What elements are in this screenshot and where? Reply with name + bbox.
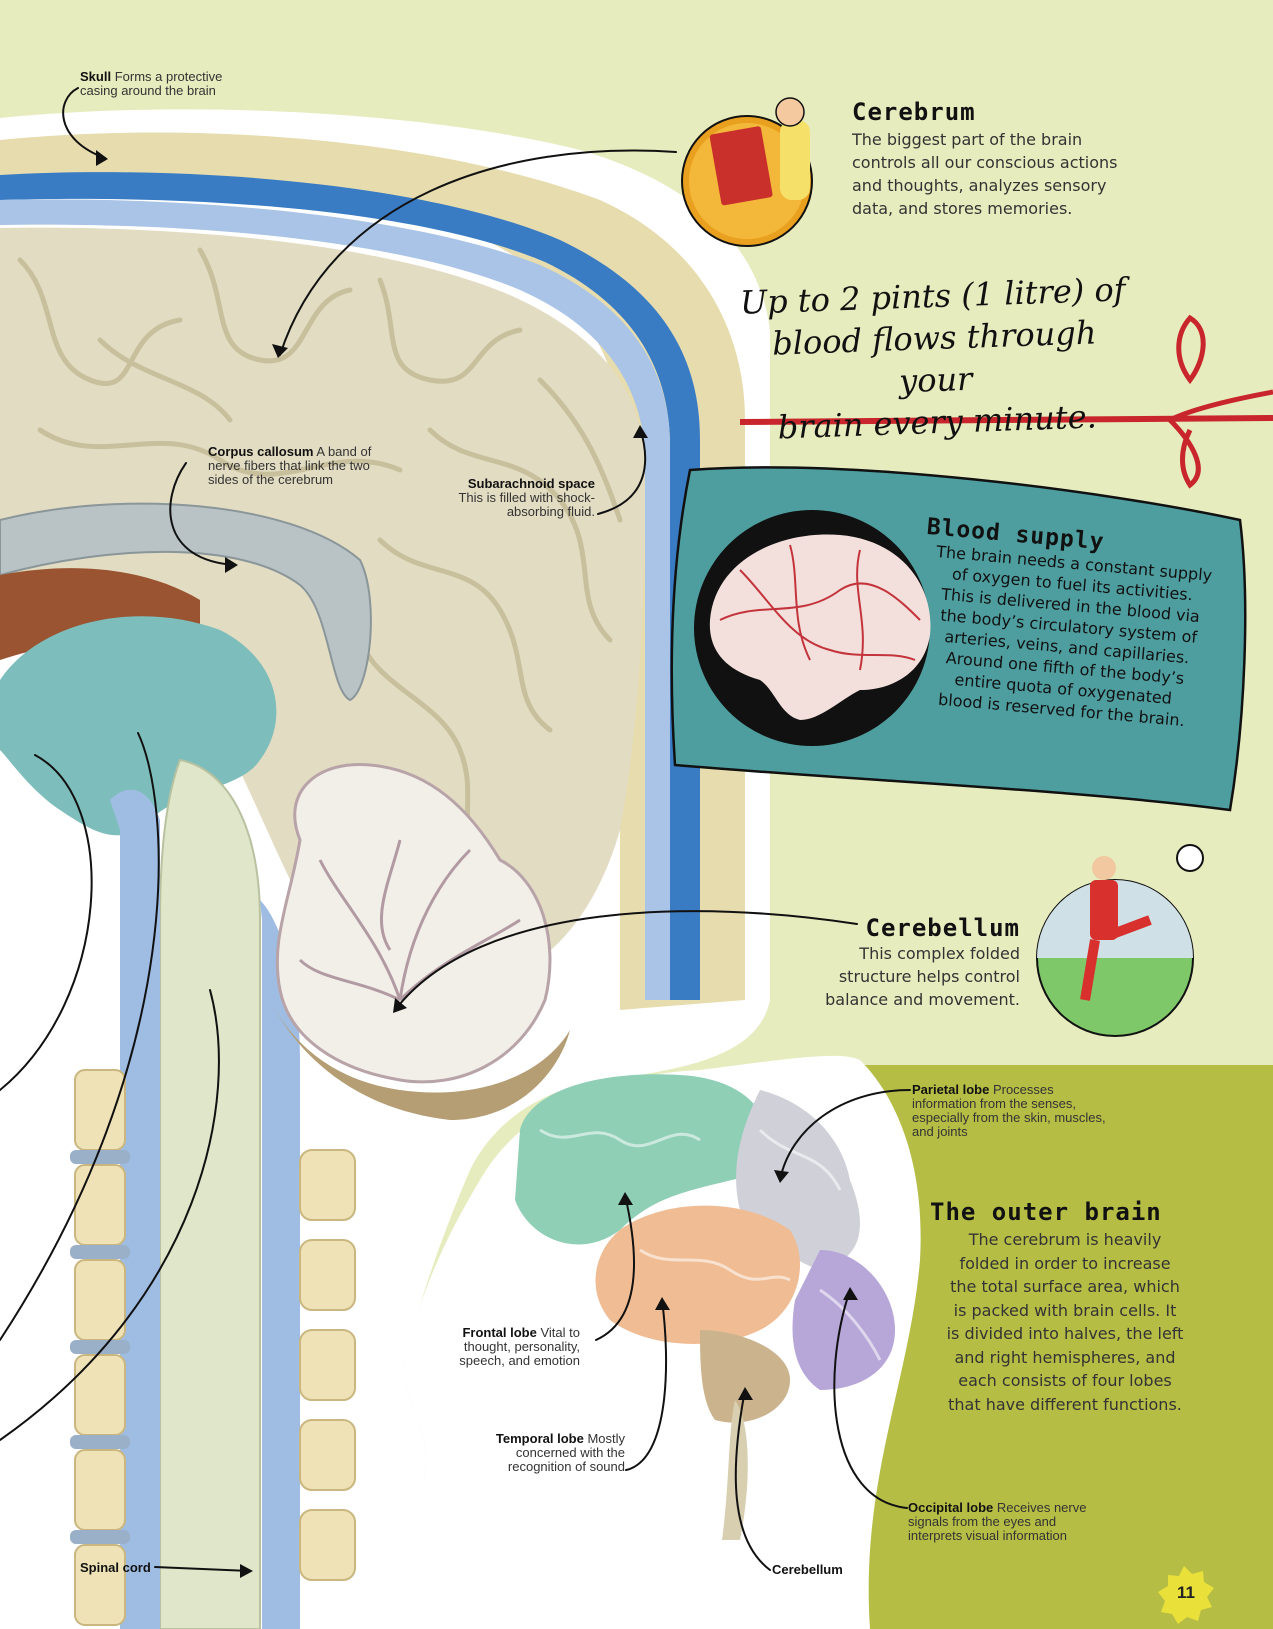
- cerebrum-line: data, and stores memories.: [852, 199, 1073, 218]
- cerebrum-line: and thoughts, analyzes sensory: [852, 176, 1107, 195]
- page-badge-shape: [1158, 1566, 1214, 1624]
- outer-line: that have different functions.: [948, 1394, 1182, 1414]
- outer-line: folded in order to increase: [959, 1253, 1171, 1273]
- cerebellum-line: This complex folded: [859, 944, 1020, 963]
- outer-line: and right hemispheres, and: [954, 1347, 1176, 1367]
- arrow-heads: [96, 150, 858, 1578]
- spinal-discs: [70, 1150, 130, 1544]
- cerebellum-small-label: Cerebellum: [772, 1563, 843, 1577]
- blood-supply-block: Blood supply The brain needs a constant …: [911, 514, 1227, 733]
- outer-brain-block: The outer brain The cerebrum is heavily …: [930, 1198, 1200, 1416]
- outer-line: the total surface area, which: [950, 1277, 1180, 1296]
- csf-back: [260, 900, 300, 1629]
- skull-label: Skull Forms a protective casing around t…: [80, 70, 250, 98]
- temporal-lobe-desc: Mostly concerned with the recognition of…: [507, 1431, 625, 1474]
- cerebrum-title: Cerebrum: [852, 98, 976, 126]
- spinal-cord-term: Spinal cord: [80, 1560, 151, 1575]
- outer-line: The cerebrum is heavily: [968, 1230, 1162, 1249]
- occipital-lobe-desc: Receives nerve signals from the eyes and…: [908, 1500, 1087, 1543]
- page-number: 11: [1177, 1583, 1195, 1602]
- blood-brain-image: [709, 534, 931, 720]
- cerebrum-block: Cerebrum The biggest part of the brain c…: [852, 98, 1172, 220]
- cerebellum-text: This complex folded structure helps cont…: [800, 942, 1020, 1011]
- cerebrum-text: The biggest part of the brain controls a…: [852, 128, 1172, 220]
- frontal-lobe-term: Frontal lobe: [462, 1325, 537, 1340]
- outer-line: is packed with brain cells. It: [953, 1300, 1177, 1320]
- outer-brain-title: The outer brain: [930, 1198, 1162, 1226]
- spinal-cord-label: Spinal cord: [80, 1561, 151, 1575]
- blood-supply-text: The brain needs a constant supply of oxy…: [911, 540, 1225, 734]
- outer-line: each consists of four lobes: [958, 1371, 1172, 1390]
- occipital-lobe-label: Occipital lobe Receives nerve signals fr…: [908, 1501, 1108, 1543]
- cerebellum-line: structure helps control: [838, 967, 1020, 986]
- temporal-lobe-term: Temporal lobe: [495, 1431, 584, 1446]
- brainstem-shape: [159, 758, 261, 1629]
- outer-brain-text: The cerebrum is heavily folded in order …: [930, 1228, 1200, 1416]
- cerebrum-line: controls all our conscious actions: [852, 153, 1118, 172]
- cerebellum-title: Cerebellum: [865, 914, 1020, 942]
- brain-folds: [17, 247, 623, 863]
- leader-arrows: [0, 87, 911, 1572]
- skull-term: Skull: [80, 69, 112, 84]
- parietal-lobe-desc: Processes information from the senses, e…: [912, 1082, 1106, 1139]
- occipital-lobe-term: Occipital lobe: [908, 1500, 994, 1515]
- cerebellum-base: [270, 1000, 570, 1120]
- red-ribbon: [739, 415, 1273, 425]
- ribbon-swirl: [1165, 389, 1273, 489]
- ribbon-drop: [1176, 314, 1206, 385]
- parietal-lobe-term: Parietal lobe: [912, 1082, 990, 1097]
- parietal-lobe-label: Parietal lobe Processes information from…: [912, 1083, 1112, 1139]
- cerebellum-small-term: Cerebellum: [772, 1562, 843, 1577]
- blood-fact: Up to 2 pints (1 litre) of blood flows t…: [732, 268, 1138, 450]
- subarachnoid-desc: This is filled with shock-absorbing flui…: [458, 490, 595, 519]
- ventricle-brown: [0, 568, 200, 660]
- skull-desc: Forms a protective casing around the bra…: [80, 69, 223, 98]
- corpus-callosum-label: Corpus callosum A band of nerve fibers t…: [208, 445, 388, 487]
- outer-brain-illustration: [515, 1074, 895, 1540]
- corpus-callosum-shape: [0, 502, 372, 702]
- cerebrum-line: The biggest part of the brain: [852, 130, 1083, 149]
- frontal-lobe-label: Frontal lobe Vital to thought, personali…: [440, 1326, 580, 1368]
- subarachnoid-label: Subarachnoid space This is filled with s…: [440, 477, 595, 519]
- fact-line: blood flows through your: [771, 313, 1097, 401]
- frontal-lobe-desc: Vital to thought, personality, speech, a…: [459, 1325, 580, 1368]
- corpus-callosum-desc: A band of nerve fibers that link the two…: [208, 444, 372, 487]
- corpus-callosum-term: Corpus callosum: [208, 444, 314, 459]
- vertebrae: [74, 1069, 356, 1626]
- cerebellum-branches: [298, 839, 521, 1002]
- cerebellum-line: balance and movement.: [825, 990, 1020, 1009]
- subarachnoid-term: Subarachnoid space: [467, 476, 595, 491]
- cerebellum-section: [275, 762, 552, 1084]
- cerebellum-block: Cerebellum This complex folded structure…: [800, 914, 1020, 1011]
- outer-line: is divided into halves, the left: [946, 1324, 1184, 1343]
- temporal-lobe-label: Temporal lobe Mostly concerned with the …: [470, 1432, 625, 1474]
